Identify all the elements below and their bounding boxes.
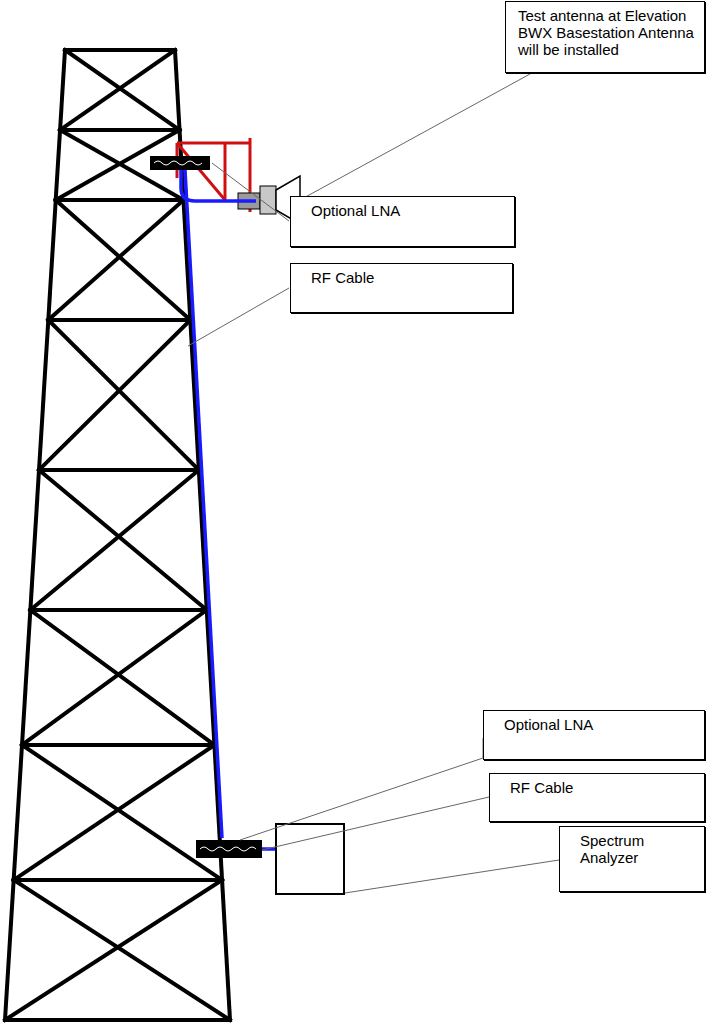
callout-text: Spectrum Analyzer [580,832,696,866]
callout-text: RF Cable [510,779,696,796]
tower-member [5,880,222,1020]
tower-member [14,745,215,880]
tower-member [56,198,184,202]
tower-member [48,320,199,470]
tower-member [48,200,183,320]
callout-text: Test antenna at Elevation BWX Basestatio… [518,7,696,58]
tower-member [39,468,199,472]
callout-box: Optional LNA [483,710,705,760]
lattice-tower [5,50,230,1020]
tower-member [48,318,190,322]
callout-box: Test antenna at Elevation BWX Basestatio… [505,1,705,73]
callout-box: RF Cable [489,773,705,822]
tower-member [39,320,190,470]
callout-text: Optional LNA [504,716,696,733]
callout-text: Optional LNA [311,202,506,219]
tower-member [39,470,207,610]
tower-member [65,50,180,130]
tower-member [56,200,191,320]
callout-box: RF Cable [290,263,513,313]
rf-cable [181,170,276,849]
tower-member [60,50,175,130]
tower-member [65,48,175,52]
callout-box: Spectrum Analyzer [559,826,705,892]
lna-top [150,156,210,170]
leader-lines [188,74,559,893]
tower-member [5,50,65,1020]
tower-member [30,608,206,612]
tower-member [30,610,214,745]
tower-member [22,743,214,747]
callout-box: Optional LNA [290,196,515,247]
callout-text: RF Cable [311,269,504,286]
tower-member [14,878,222,882]
tower-member [22,745,222,880]
tower-member [60,128,179,132]
tower-member [22,610,207,745]
tower-member [14,880,230,1020]
lna-bottom [196,840,262,858]
spectrum-analyzer [276,824,344,894]
tower-member [30,470,198,610]
tower-member [5,1018,230,1022]
